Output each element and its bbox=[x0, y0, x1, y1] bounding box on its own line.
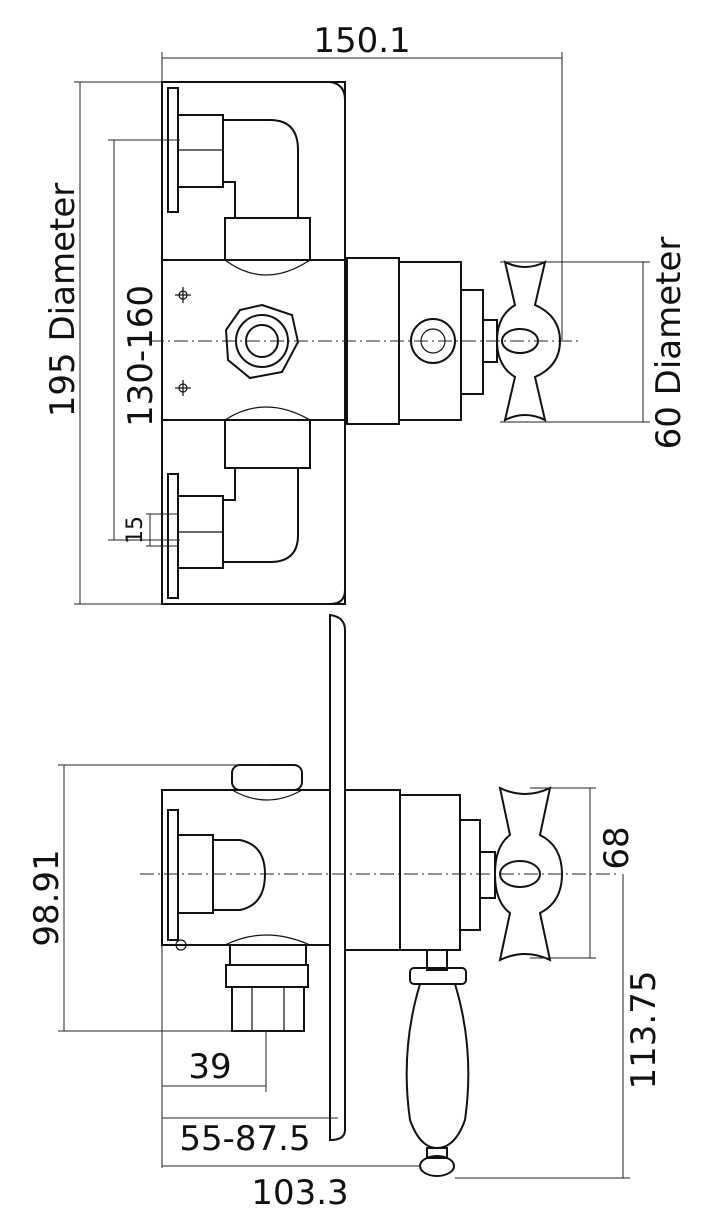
side-top-nozzle bbox=[231, 764, 303, 801]
dimension-39: 39 bbox=[161, 945, 267, 1168]
side-bottom-fitting bbox=[172, 934, 311, 1032]
label-68: 68 bbox=[597, 826, 637, 869]
dimension-15: 15 bbox=[123, 513, 178, 547]
top-inlet-elbow bbox=[167, 87, 311, 276]
plate-edge bbox=[329, 81, 346, 605]
side-shroud-inner bbox=[344, 789, 401, 951]
side-valve-body bbox=[161, 789, 331, 946]
dimension-195-diameter: 195 Diameter bbox=[43, 81, 162, 605]
side-lever bbox=[405, 949, 470, 1177]
dimension-55-87-5: 55-87.5 bbox=[162, 1117, 338, 1159]
screw-marks bbox=[175, 287, 191, 396]
label-195-diameter: 195 Diameter bbox=[43, 183, 83, 417]
label-150-1: 150.1 bbox=[313, 21, 410, 61]
side-spindle-collar bbox=[459, 819, 481, 931]
dimension-68: 68 bbox=[530, 787, 637, 959]
dimension-98-91: 98.91 bbox=[27, 764, 270, 1032]
dimension-130-160: 130-160 bbox=[108, 139, 180, 541]
label-103-3: 103.3 bbox=[251, 1173, 348, 1213]
hex-outlet bbox=[224, 303, 300, 380]
label-39: 39 bbox=[188, 1047, 231, 1087]
side-wall-plate bbox=[329, 613, 346, 1142]
top-view: 150.1 195 Diameter 130-160 15 bbox=[43, 21, 689, 605]
label-98-91: 98.91 bbox=[27, 849, 67, 946]
wall-plate bbox=[161, 81, 346, 605]
dimension-113-75: 113.75 bbox=[455, 874, 664, 1179]
side-view: 98.91 68 113.75 39 55-87.5 bbox=[27, 613, 664, 1213]
side-spindle bbox=[479, 851, 496, 899]
valve-body bbox=[161, 259, 348, 421]
label-55-87-5: 55-87.5 bbox=[179, 1119, 310, 1159]
dimension-103-3: 103.3 bbox=[162, 1165, 420, 1213]
dimension-150-1: 150.1 bbox=[161, 21, 563, 340]
bottom-inlet-elbow bbox=[167, 406, 311, 599]
dimension-60-diameter: 60 Diameter bbox=[500, 237, 689, 450]
side-shroud-outer bbox=[399, 794, 461, 951]
label-130-160: 130-160 bbox=[121, 285, 161, 427]
label-60-diameter: 60 Diameter bbox=[649, 237, 689, 450]
label-113-75: 113.75 bbox=[624, 971, 664, 1090]
label-15: 15 bbox=[123, 516, 148, 544]
side-inlet-dome bbox=[167, 809, 267, 941]
